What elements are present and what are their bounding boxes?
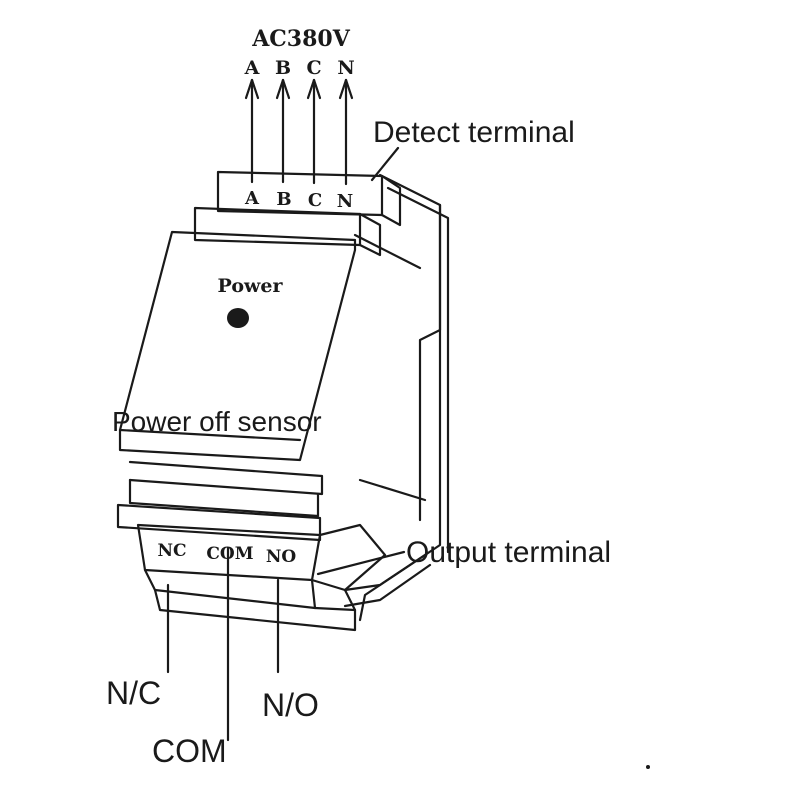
detect-terminal-label: Detect terminal [373,116,575,149]
output-slot-com: COM [206,544,253,564]
detect-slot-c: C [308,190,322,211]
output-slot-nc: NC [157,541,186,561]
detect-slot-b: B [276,189,291,210]
power-indicator-led [227,308,249,328]
phase-label-b: B [275,57,291,79]
phase-label-a: A [244,57,260,79]
input-wires [244,78,354,186]
power-label: Power [218,275,284,297]
output-terminal-leader [316,550,406,576]
lower-ribs [116,460,324,542]
output-nc-label: N/C [106,675,161,711]
output-wires [166,546,280,742]
phase-label-n: N [337,57,354,79]
stray-dot [646,765,650,769]
output-com-label: COM [152,733,227,769]
detect-slot-n: N [337,191,353,212]
detect-terminal-leader [370,146,400,182]
detect-slot-a: A [244,188,260,209]
device-name-label: Power off sensor [112,406,322,437]
front-face [118,230,357,462]
housing-side [343,173,450,622]
detect-terminal-block [193,170,402,257]
phase-label-c: C [306,57,321,79]
output-terminal-block [136,523,387,632]
output-terminal-label: Output terminal [406,536,611,569]
output-no-label: N/O [262,687,319,723]
supply-voltage-label: AC380V [251,26,351,52]
output-slot-no: NO [266,547,297,567]
